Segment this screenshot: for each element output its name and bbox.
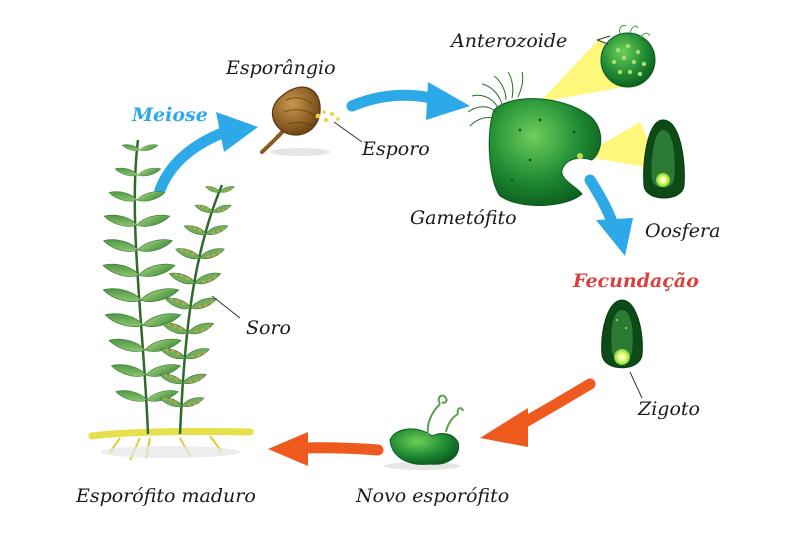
gametofito-label: Gametófito [410,207,517,229]
novo-esporofito-label: Novo esporófito [356,485,510,507]
gametophyte-to-oosfera-arrow [584,174,633,256]
mature-sporophyte-illustration [88,139,254,461]
zygote-illustration [601,299,643,399]
spore-to-gametophyte-arrow [346,82,470,120]
zigoto-label: Zigoto [638,398,700,420]
esporangio-label: Esporângio [226,57,336,79]
esporofito-maduro-label: Esporófito maduro [76,485,256,507]
archegonium-zoom-illustration [643,119,685,199]
oosfera-label: Oosfera [645,220,721,242]
meiose-arrow [154,112,258,196]
growth-arrow [268,432,384,466]
sporangium-illustration [260,86,363,156]
soro-label: Soro [246,317,291,339]
fecundacao-arrow [480,378,596,447]
anterozoide-label: Anterozoide [451,30,568,52]
antheridium-zoom-illustration [596,25,656,88]
fecundacao-label: Fecundação [573,270,699,292]
meiose-label: Meiose [132,104,208,126]
new-sporophyte-illustration [384,394,464,470]
esporo-label: Esporo [362,138,430,160]
